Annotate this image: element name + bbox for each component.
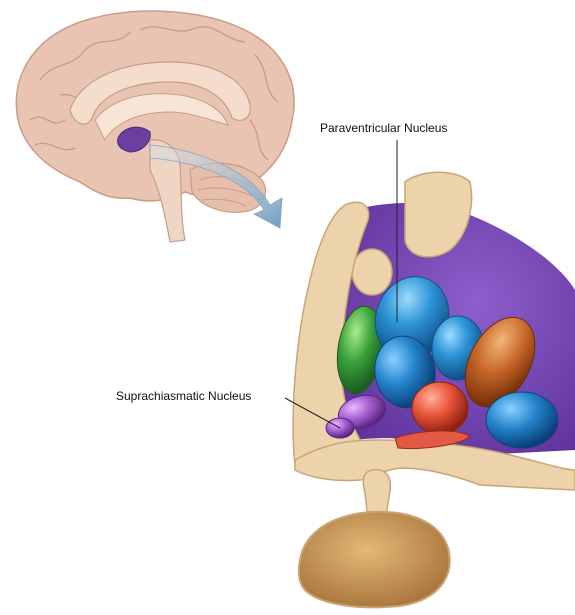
blue-nucleus-bottom (486, 392, 558, 448)
hypothalamus-closeup (293, 172, 575, 607)
pituitary-gland (299, 512, 450, 608)
paraventricular-nucleus-label: Paraventricular Nucleus (320, 121, 447, 135)
brain-illustration (16, 11, 294, 242)
small-tissue-oval (352, 249, 392, 295)
red-nucleus (412, 382, 468, 434)
suprachiasmatic-nucleus-label: Suprachiasmatic Nucleus (116, 389, 251, 403)
